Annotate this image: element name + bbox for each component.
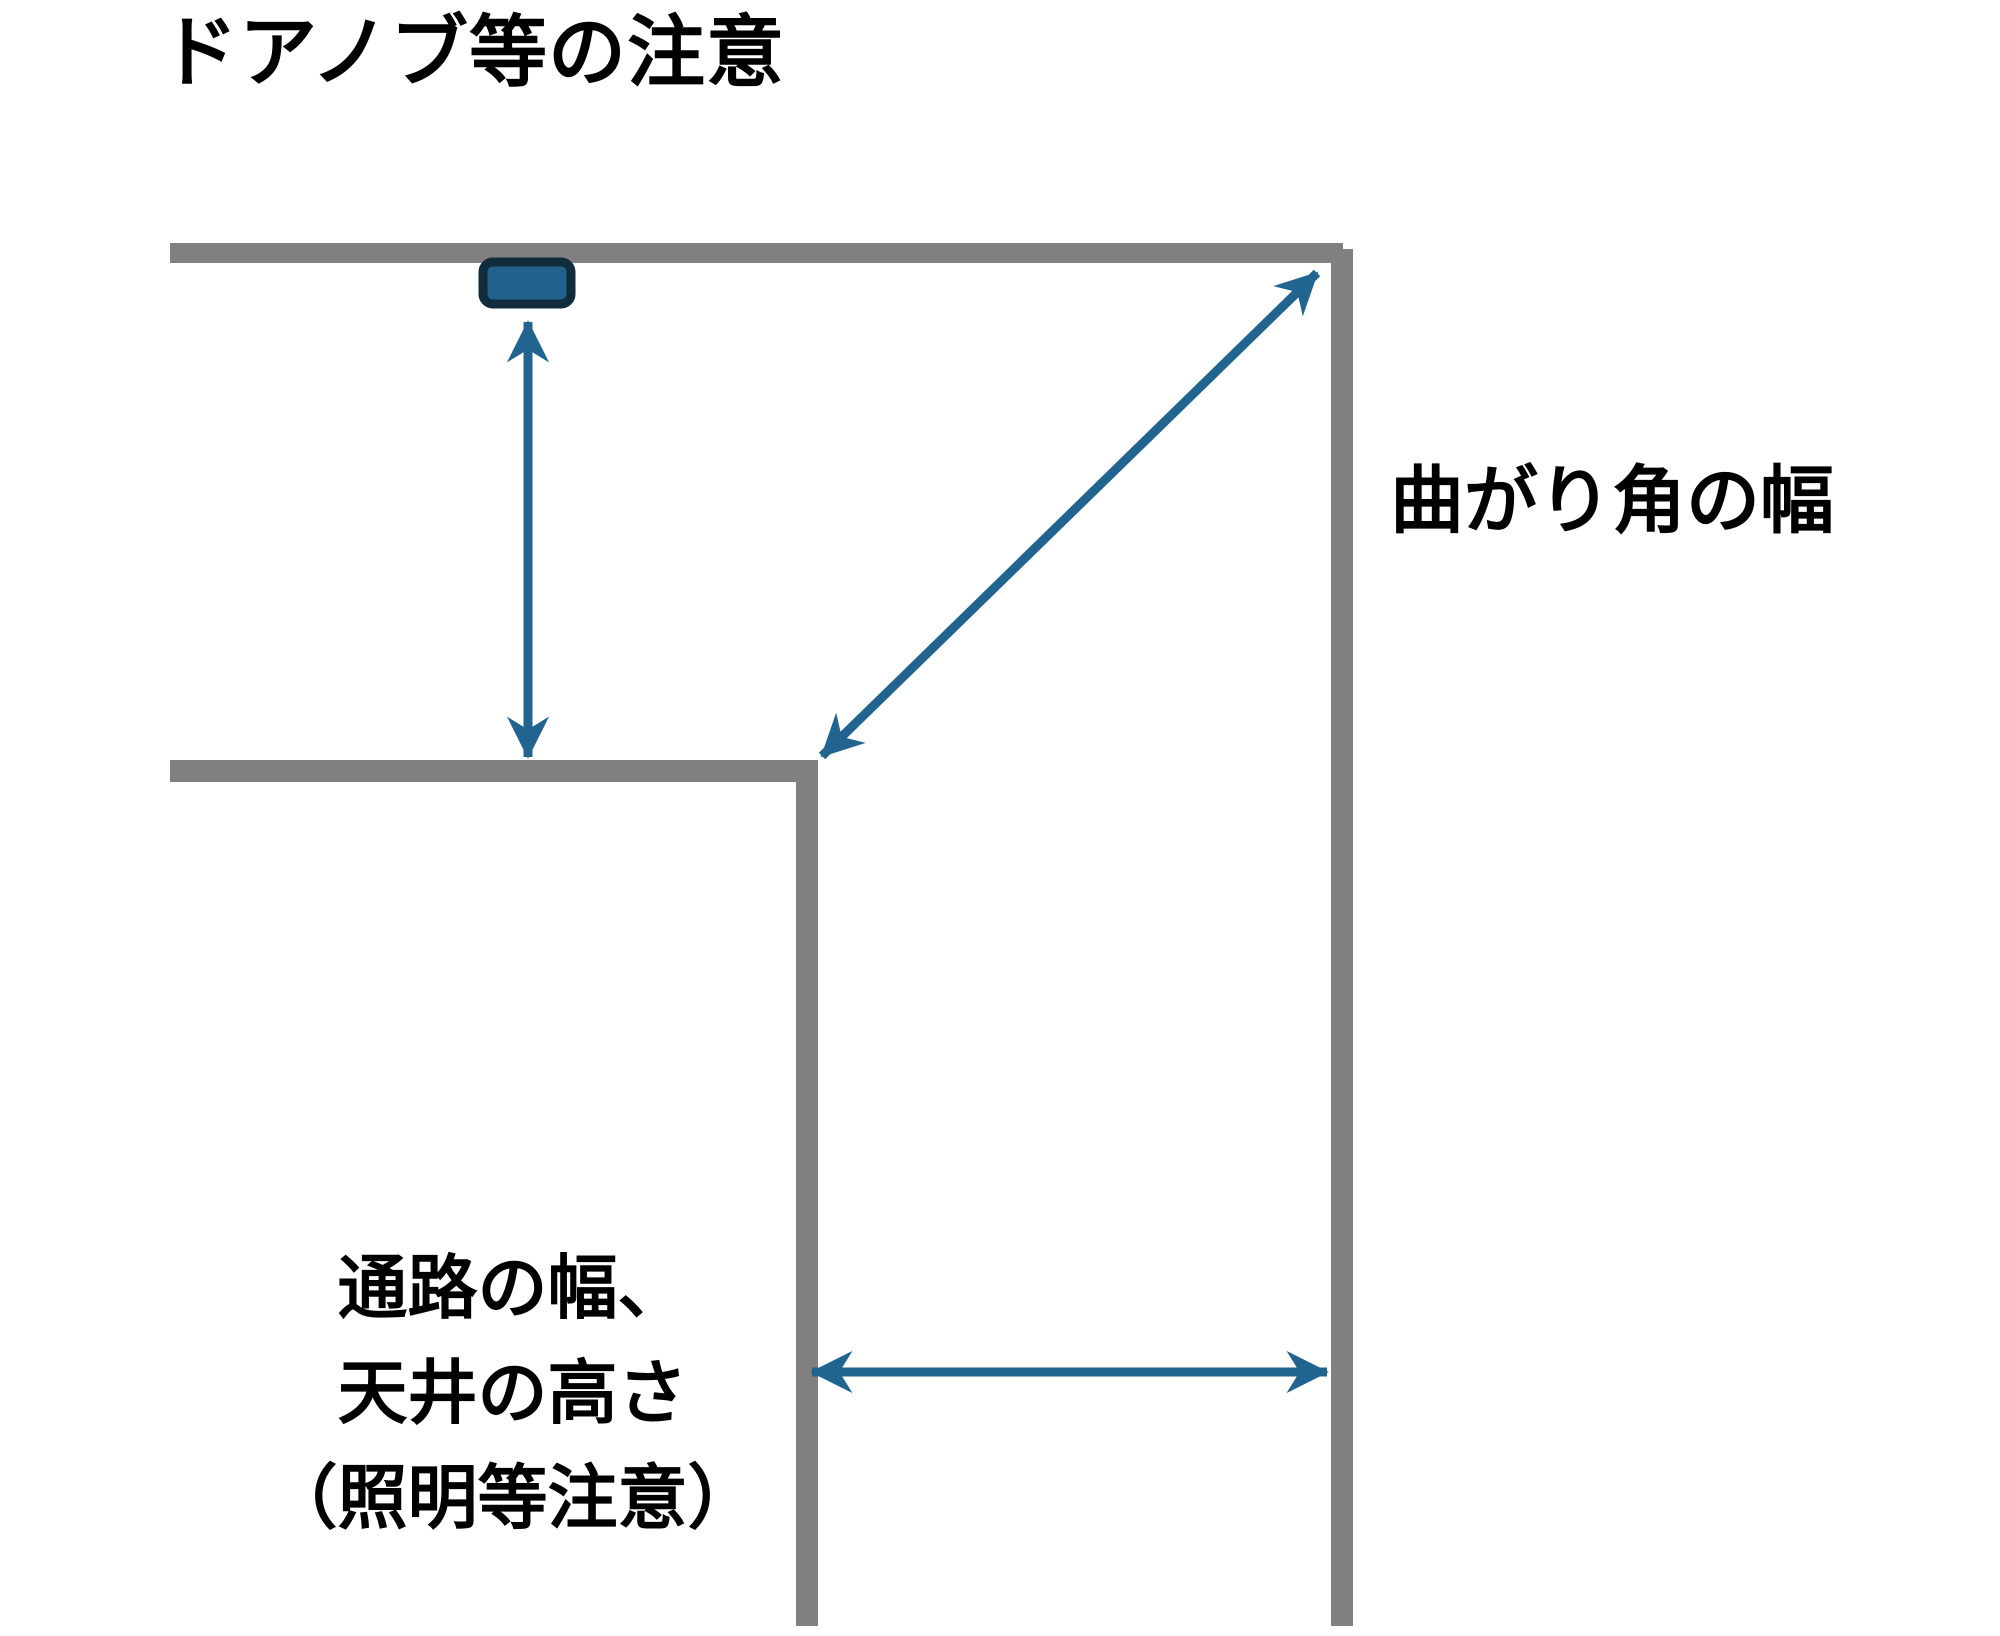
top-wall — [170, 243, 1343, 263]
right-wall — [1331, 249, 1353, 1626]
diagonal-measure-arrow — [818, 269, 1321, 760]
inner-corner-wall — [796, 760, 818, 1626]
passage-label-line2: 天井の高さ — [337, 1354, 688, 1432]
passage-label-line3: （照明等注意） — [267, 1459, 758, 1537]
corner-width-label: 曲がり角の幅 — [1390, 459, 1834, 542]
middle-left-wall — [170, 760, 818, 782]
passage-label-line1: 通路の幅、 — [337, 1249, 688, 1327]
passage-label: 通路の幅、 天井の高さ （照明等注意） — [205, 1236, 820, 1551]
page-title: ドアノブ等の注意 — [160, 8, 785, 96]
doorknob-icon — [478, 257, 576, 309]
